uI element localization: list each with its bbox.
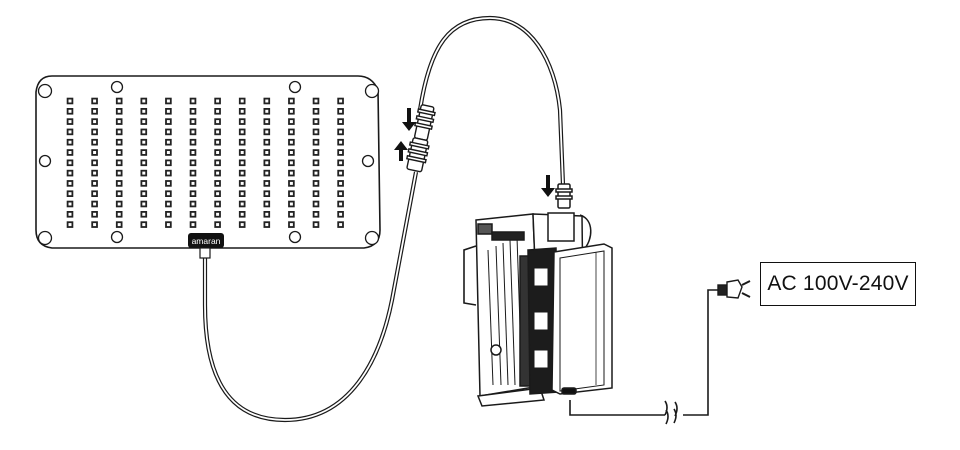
brand-tab xyxy=(188,233,224,248)
cable-break-symbol xyxy=(664,400,678,425)
inline-connector xyxy=(394,104,436,173)
arrow-down-icon xyxy=(541,175,555,197)
led-grid xyxy=(66,97,344,228)
brand-label: amaran xyxy=(192,236,221,246)
cables xyxy=(202,15,720,425)
plug-icon xyxy=(717,279,751,299)
ac-cord xyxy=(569,400,665,416)
panel-frame xyxy=(35,75,381,249)
arrow-down-icon xyxy=(402,108,416,131)
led-panel: amaran xyxy=(35,75,381,259)
control-box xyxy=(463,175,613,407)
arrow-up-icon xyxy=(394,141,408,161)
voltage-label: AC 100V-240V xyxy=(760,262,916,306)
